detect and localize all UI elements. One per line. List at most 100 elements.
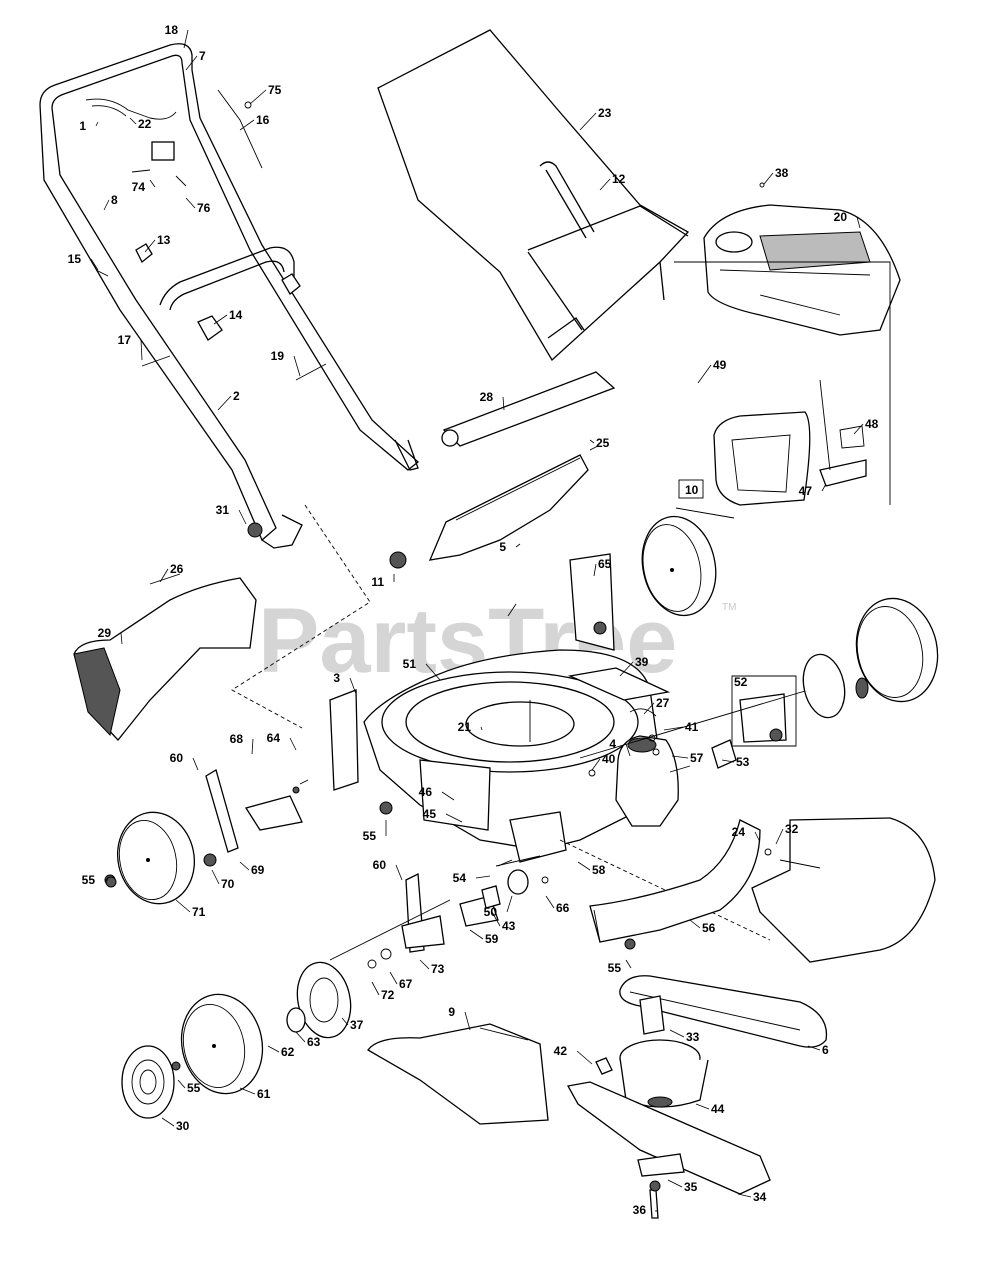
part-number-74[interactable]: 74: [132, 180, 146, 194]
callout-leader-55: [177, 1079, 186, 1089]
callout-leader-69: [239, 861, 250, 871]
rear-engine-cover: [703, 204, 901, 336]
part-number-2[interactable]: 2: [233, 389, 240, 403]
callout-leader-54: [475, 875, 491, 879]
part-number-55[interactable]: 55: [187, 1081, 201, 1095]
part-number-55[interactable]: 55: [608, 961, 622, 975]
part-number-72[interactable]: 72: [381, 988, 395, 1002]
part-number-55[interactable]: 55: [363, 829, 377, 843]
part-number-26[interactable]: 26: [170, 562, 184, 576]
part-number-21[interactable]: 21: [458, 720, 472, 734]
part-number-12[interactable]: 12: [612, 172, 626, 186]
part-number-60[interactable]: 60: [373, 858, 387, 872]
part-number-17[interactable]: 17: [118, 333, 132, 347]
part-number-67[interactable]: 67: [399, 977, 413, 991]
part-number-57[interactable]: 57: [690, 751, 704, 765]
part-number-73[interactable]: 73: [431, 962, 445, 976]
callout-leader-38: [763, 172, 774, 185]
part-number-38[interactable]: 38: [775, 166, 789, 180]
part-number-52[interactable]: 52: [734, 675, 748, 689]
callout-leader-65: [593, 563, 597, 577]
part-number-31[interactable]: 31: [216, 503, 230, 517]
callout-leader-59: [469, 929, 484, 940]
part-number-55[interactable]: 55: [82, 873, 96, 887]
part-number-10[interactable]: 10: [685, 483, 699, 497]
part-number-40[interactable]: 40: [602, 752, 616, 766]
part-number-75[interactable]: 75: [268, 83, 282, 97]
part-number-37[interactable]: 37: [350, 1018, 364, 1032]
part-number-58[interactable]: 58: [592, 863, 606, 877]
part-number-41[interactable]: 41: [685, 720, 699, 734]
side-chute: [73, 573, 257, 741]
part-number-14[interactable]: 14: [229, 308, 243, 322]
part-number-69[interactable]: 69: [251, 863, 265, 877]
callout-leader-73: [419, 959, 430, 970]
part-number-24[interactable]: 24: [732, 825, 746, 839]
callout-leader-25: [589, 439, 595, 444]
part-number-22[interactable]: 22: [138, 117, 152, 131]
part-number-61[interactable]: 61: [257, 1087, 271, 1101]
callout-leader-31: [238, 509, 247, 525]
part-number-48[interactable]: 48: [865, 417, 879, 431]
callout-leader-24: [754, 831, 761, 843]
part-number-39[interactable]: 39: [635, 655, 649, 669]
part-number-6[interactable]: 6: [822, 1043, 829, 1057]
part-number-33[interactable]: 33: [686, 1030, 700, 1044]
part-number-56[interactable]: 56: [702, 921, 716, 935]
part-number-66[interactable]: 66: [556, 901, 570, 915]
part-number-44[interactable]: 44: [711, 1102, 725, 1116]
part-number-4[interactable]: 4: [609, 737, 616, 751]
part-number-28[interactable]: 28: [480, 390, 494, 404]
part-number-70[interactable]: 70: [221, 877, 235, 891]
part-number-60[interactable]: 60: [170, 751, 184, 765]
callout-leader-63: [295, 1031, 306, 1043]
part-number-68[interactable]: 68: [230, 732, 244, 746]
part-number-27[interactable]: 27: [656, 696, 670, 710]
part-number-53[interactable]: 53: [736, 755, 750, 769]
part-number-76[interactable]: 76: [197, 201, 211, 215]
part-number-16[interactable]: 16: [256, 113, 270, 127]
part-number-19[interactable]: 19: [271, 349, 285, 363]
part-number-25[interactable]: 25: [596, 436, 610, 450]
part-number-64[interactable]: 64: [267, 731, 281, 745]
part-number-8[interactable]: 8: [111, 193, 118, 207]
front-wheel-left: [104, 811, 196, 905]
part-number-65[interactable]: 65: [598, 557, 612, 571]
callout-leader-5: [515, 543, 521, 548]
part-number-71[interactable]: 71: [192, 905, 206, 919]
part-number-3[interactable]: 3: [333, 671, 340, 685]
part-number-7[interactable]: 7: [199, 49, 206, 63]
part-number-35[interactable]: 35: [684, 1180, 698, 1194]
part-number-63[interactable]: 63: [307, 1035, 321, 1049]
callout-leader-32: [775, 828, 784, 845]
part-number-54[interactable]: 54: [453, 871, 467, 885]
grass-bag: [377, 29, 690, 362]
part-number-29[interactable]: 29: [98, 626, 112, 640]
part-number-50[interactable]: 50: [484, 905, 498, 919]
part-number-49[interactable]: 49: [713, 358, 727, 372]
part-number-59[interactable]: 59: [485, 932, 499, 946]
part-number-1[interactable]: 1: [79, 119, 86, 133]
part-number-20[interactable]: 20: [834, 210, 848, 224]
part-number-43[interactable]: 43: [502, 919, 516, 933]
part-number-18[interactable]: 18: [165, 23, 179, 37]
part-number-13[interactable]: 13: [157, 233, 171, 247]
part-number-47[interactable]: 47: [799, 484, 813, 498]
part-number-30[interactable]: 30: [176, 1119, 190, 1133]
part-number-15[interactable]: 15: [68, 252, 82, 266]
part-number-23[interactable]: 23: [598, 106, 612, 120]
part-number-36[interactable]: 36: [633, 1203, 647, 1217]
part-number-9[interactable]: 9: [448, 1005, 455, 1019]
part-number-51[interactable]: 51: [403, 657, 417, 671]
part-number-11[interactable]: 11: [371, 575, 384, 589]
callout-leader-42: [576, 1050, 593, 1065]
callout-leader-2: [217, 395, 232, 411]
part-number-32[interactable]: 32: [785, 822, 799, 836]
part-number-62[interactable]: 62: [281, 1045, 295, 1059]
part-number-5[interactable]: 5: [499, 540, 506, 554]
part-number-42[interactable]: 42: [554, 1044, 568, 1058]
part-number-34[interactable]: 34: [753, 1190, 767, 1204]
part-number-46[interactable]: 46: [419, 785, 433, 799]
part-number-45[interactable]: 45: [423, 807, 437, 821]
